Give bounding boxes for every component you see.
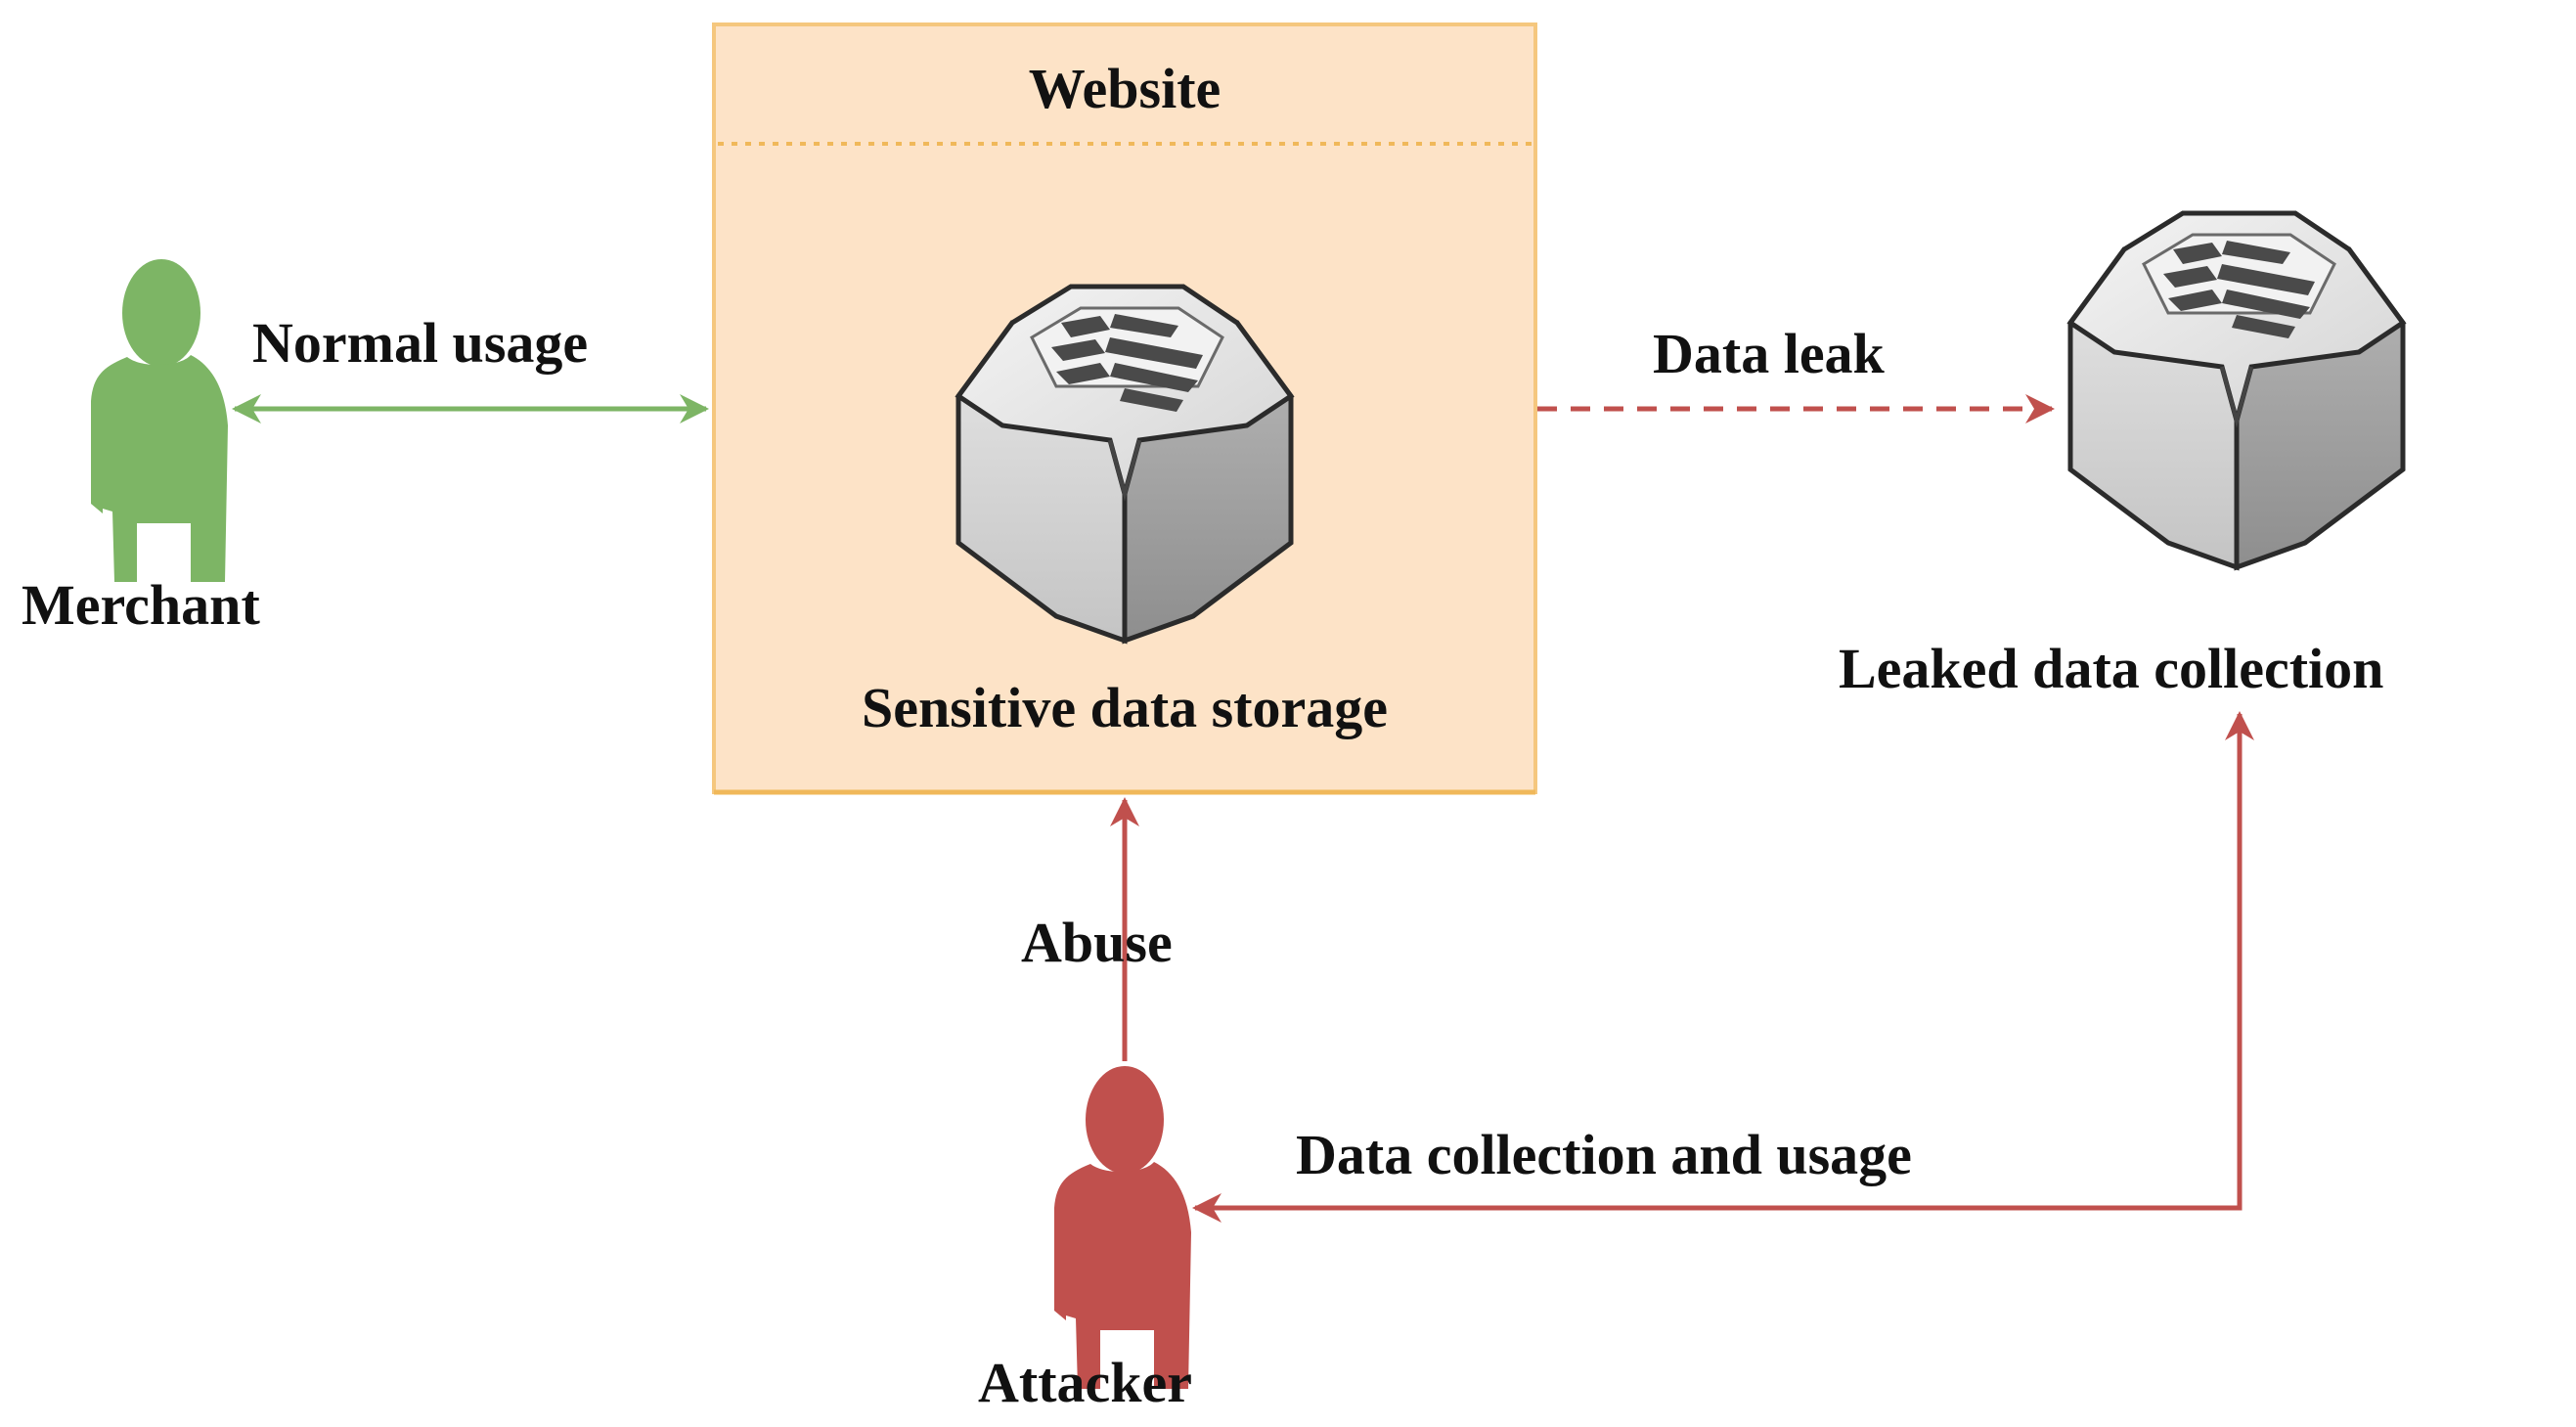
collection-usage-label: Data collection and usage: [1296, 1127, 1912, 1183]
attacker-label: Attacker: [978, 1355, 1192, 1411]
merchant-user-icon: [91, 259, 228, 582]
leaked-database-icon: [2070, 213, 2403, 567]
website-title: Website: [714, 61, 1535, 117]
abuse-label: Abuse: [1021, 914, 1173, 971]
leaked-label: Leaked data collection: [1839, 641, 2383, 697]
attacker-user-icon: [1054, 1066, 1191, 1389]
normal-usage-label: Normal usage: [252, 315, 588, 372]
merchant-label: Merchant: [22, 577, 260, 634]
data-leak-label: Data leak: [1653, 326, 1885, 382]
storage-label: Sensitive data storage: [714, 680, 1535, 736]
